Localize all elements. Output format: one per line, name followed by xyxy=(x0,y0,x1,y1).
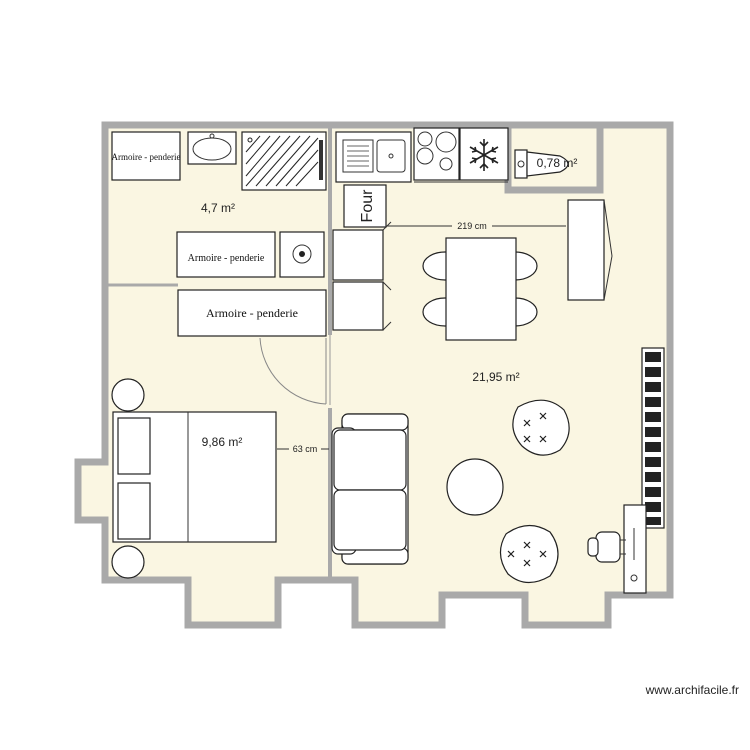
door-bed-swing xyxy=(259,337,327,405)
shower-door xyxy=(319,140,323,180)
desk-lamp xyxy=(630,574,638,582)
wardrobe-bedroom-label: Armoire - penderie xyxy=(206,306,298,320)
pouf-bottom xyxy=(499,524,559,584)
pouf-top xyxy=(512,399,570,456)
wardrobe-bath xyxy=(176,231,276,278)
cabinet-door-2 xyxy=(382,281,392,291)
sink-faucet xyxy=(209,133,215,139)
bed-pillow-bottom xyxy=(117,482,151,540)
washing-machine-drum xyxy=(292,244,312,264)
watermark: www.archifacile.fr xyxy=(645,683,739,697)
sofa-cushion-top xyxy=(333,429,407,491)
bedside-lamp-top xyxy=(111,378,145,412)
bed-pillow-top xyxy=(117,417,151,475)
oven-label: Four xyxy=(359,189,376,223)
dim-bed-clearance: 63 cm xyxy=(293,444,318,454)
kitchen-cabinet-2 xyxy=(332,281,384,331)
dim-kitchen-bg xyxy=(452,219,492,232)
wc-cistern xyxy=(514,149,528,179)
tall-cabinet xyxy=(567,199,605,301)
sofa-armrest-top xyxy=(341,413,409,431)
bookshelf-books xyxy=(645,352,661,525)
cabinet-door-2b xyxy=(382,321,392,331)
tall-cabinet-door xyxy=(603,199,613,257)
desk xyxy=(623,504,647,594)
dim-kitchen: 219 cm xyxy=(457,221,487,231)
kitchen-sink-basin xyxy=(376,139,406,173)
dining-table xyxy=(445,237,517,341)
office-chair xyxy=(587,531,626,563)
cooktop xyxy=(413,127,460,181)
washing-machine-dot xyxy=(299,251,305,257)
wardrobe-bath-label: Armoire - penderie xyxy=(188,253,265,264)
shower-drain xyxy=(247,137,253,143)
tall-cabinet-door-b xyxy=(603,255,613,301)
shower-tray xyxy=(241,131,327,191)
burner-2 xyxy=(435,131,457,153)
bookshelf xyxy=(641,347,665,529)
sofa-cushion-bottom xyxy=(333,489,407,551)
room-area-living: 21,95 m² xyxy=(472,370,519,384)
burner-3 xyxy=(416,147,434,165)
wc-bowl xyxy=(526,151,569,177)
pouf-bottom-buttons xyxy=(507,541,547,567)
room-area-bathroom: 4,7 m² xyxy=(201,201,235,215)
dim-bed-clearance-bg xyxy=(289,442,321,455)
room-area-wc: 0,78 m² xyxy=(537,156,578,170)
burner-1 xyxy=(417,131,433,147)
bedside-lamp-bottom xyxy=(111,545,145,579)
pouf-top-buttons xyxy=(523,412,547,443)
kitchen-sink-drain xyxy=(388,153,394,159)
kitchen-cabinet-1 xyxy=(332,229,384,281)
wardrobe-bath-small-label: Armoire - penderie xyxy=(112,152,181,162)
coffee-table xyxy=(446,458,504,516)
oven xyxy=(343,184,387,228)
room-area-bedroom: 9,86 m² xyxy=(202,435,243,449)
wardrobe-bath-small xyxy=(111,131,181,181)
wardrobe-bedroom xyxy=(177,289,327,337)
kitchen-sink-grooves xyxy=(347,145,369,167)
kitchen-sink-drainboard xyxy=(342,139,374,173)
wc-flush xyxy=(517,160,525,168)
shower-hatching xyxy=(245,135,319,187)
burner-4 xyxy=(439,157,453,171)
bathroom-sink xyxy=(187,131,237,165)
snowflake-icon xyxy=(469,139,499,171)
